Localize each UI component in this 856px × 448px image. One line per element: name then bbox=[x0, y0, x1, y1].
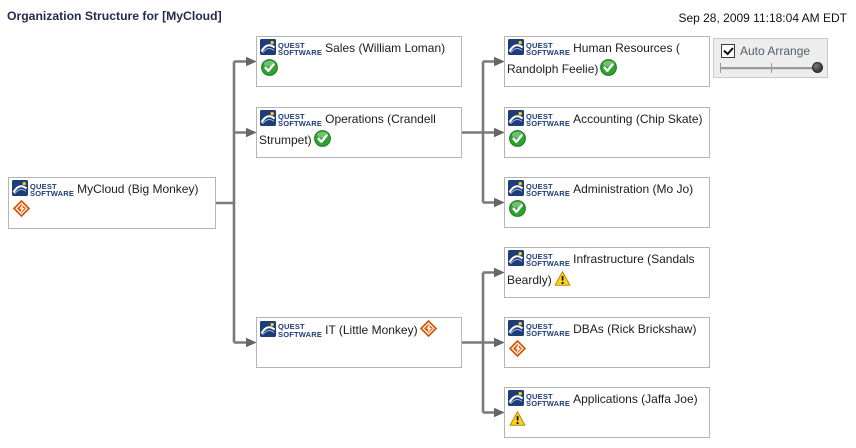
status-ok-icon bbox=[600, 59, 618, 76]
org-node-label: MyCloud (Big Monkey) bbox=[77, 182, 199, 197]
auto-arrange-label[interactable]: Auto Arrange bbox=[740, 44, 811, 58]
org-node-label: Administration (Mo Jo) bbox=[573, 182, 694, 197]
auto-arrange-panel: Auto Arrange bbox=[713, 38, 828, 78]
status-warning-icon bbox=[509, 410, 526, 427]
slider-tick bbox=[771, 63, 772, 73]
org-node-label: Operations (Crandell Strumpet) bbox=[259, 112, 436, 147]
quest-logo-icon bbox=[508, 180, 524, 196]
quest-logo-icon bbox=[508, 320, 524, 336]
quest-logo-icon bbox=[12, 180, 28, 196]
status-error-icon bbox=[13, 200, 30, 217]
org-node-label: DBAs (Rick Brickshaw) bbox=[573, 322, 697, 337]
quest-logo-icon bbox=[260, 39, 276, 55]
status-error-icon bbox=[419, 320, 437, 337]
quest-logo-icon bbox=[508, 390, 524, 406]
status-ok-icon bbox=[509, 130, 526, 147]
org-node-label: Applications (Jaffa Joe) bbox=[573, 392, 698, 407]
quest-logo-icon bbox=[260, 320, 276, 337]
slider-tick bbox=[720, 63, 721, 73]
org-node-label: Accounting (Chip Skate) bbox=[573, 112, 703, 127]
org-node-label: Sales (William Loman) bbox=[325, 41, 446, 56]
status-warning-icon bbox=[554, 270, 571, 287]
timestamp: Sep 28, 2009 11:18:04 AM EDT bbox=[678, 11, 847, 25]
slider-thumb[interactable] bbox=[812, 62, 823, 73]
quest-logo-icon bbox=[508, 39, 524, 55]
page-title: Organization Structure for [MyCloud] bbox=[7, 9, 222, 23]
status-ok-icon bbox=[313, 130, 331, 147]
zoom-slider[interactable] bbox=[720, 61, 823, 75]
quest-logo-icon bbox=[508, 110, 524, 126]
org-node-label: IT (Little Monkey) bbox=[325, 323, 418, 337]
quest-logo-icon bbox=[508, 250, 524, 266]
org-node-label: Human Resources ( Randolph Feelie) bbox=[507, 41, 680, 76]
status-ok-icon bbox=[509, 200, 526, 217]
status-error-icon bbox=[509, 340, 526, 357]
org-node-label: Infrastructure (Sandals Beardly) bbox=[507, 252, 695, 287]
auto-arrange-checkbox[interactable] bbox=[721, 44, 735, 58]
quest-logo-icon bbox=[260, 110, 276, 126]
status-ok-icon bbox=[261, 59, 278, 76]
